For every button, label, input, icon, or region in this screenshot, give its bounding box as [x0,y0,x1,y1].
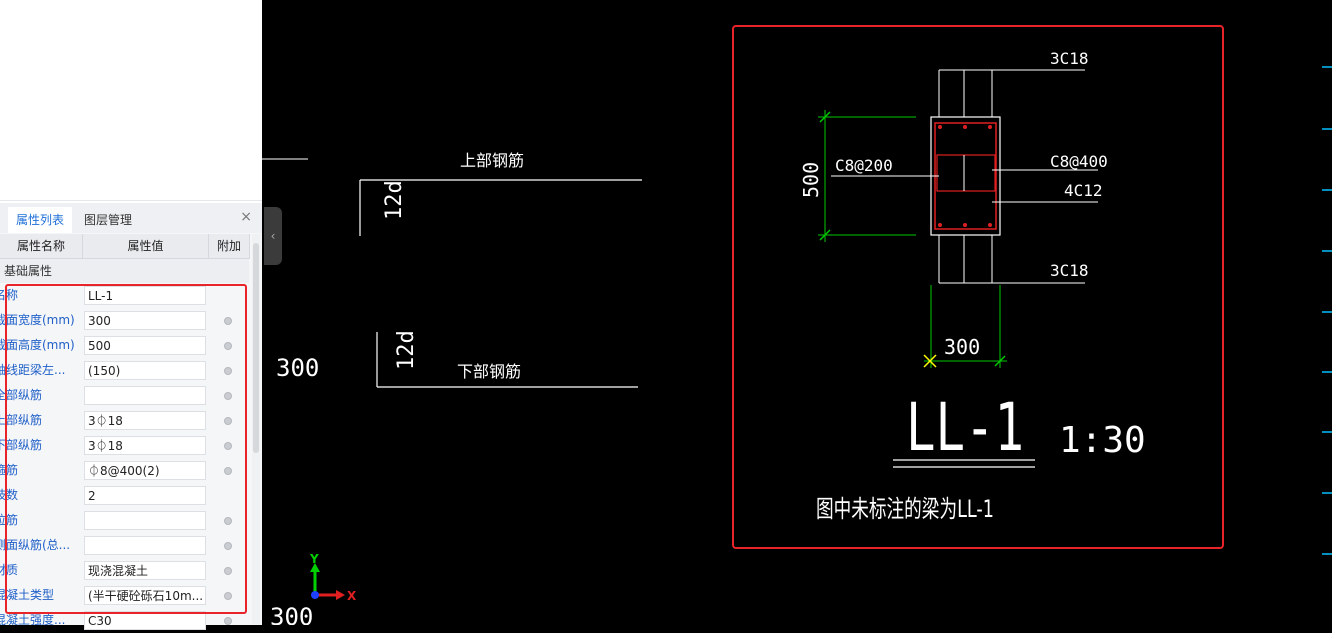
properties-highlight-box [5,284,247,614]
extra-toggle-icon[interactable] [224,542,232,550]
property-value-field[interactable]: 300 [84,311,206,330]
property-value-field[interactable]: 500 [84,336,206,355]
property-panel: 属性列表 图层管理 × 属性名称 属性值 附加 基础属性 名称 LL-1 截面宽度(… [0,203,262,630]
extra-toggle-icon[interactable] [224,467,232,475]
property-name: 截面高度(mm) [0,338,75,352]
property-value-field[interactable]: 3⏀18 [84,436,206,455]
collapse-panel-handle[interactable]: ‹ [264,207,282,265]
section-note: 图中未标注的梁为LL-1 [816,495,994,523]
left-pane: 属性列表 图层管理 × 属性名称 属性值 附加 基础属性 名称 LL-1 截面宽度(… [0,0,262,630]
cad-canvas[interactable]: 300 300 上部钢筋 12d 下部钢筋 12d 3C18 C8@200 C8… [262,0,1332,625]
property-value-field[interactable] [84,386,206,405]
property-name: 拉筋 [0,513,19,527]
property-value-field[interactable]: 2 [84,486,206,505]
bottom-anchor-12d: 12d [394,330,419,370]
property-name: 侧面纵筋(总... [0,538,71,552]
property-row[interactable]: 上部纵筋 3⏀18 [0,408,249,433]
section-basic-properties[interactable]: 基础属性 [0,259,249,283]
property-value-field[interactable]: (半干硬砼砾石10m... [84,586,206,605]
extra-toggle-icon[interactable] [224,367,232,375]
height-dimension [818,110,916,242]
extra-toggle-icon[interactable] [224,417,232,425]
beam-section [831,69,1098,284]
label-stirrup-left: C8@200 [835,156,893,175]
header-property-value: 属性值 [83,234,209,259]
property-name: 名称 [0,288,19,302]
width-dimension [924,285,1007,368]
panel-tabs: 属性列表 图层管理 × [0,203,262,233]
property-name: 材质 [0,563,19,577]
property-value-field[interactable]: (150) [84,361,206,380]
extra-toggle-icon[interactable] [224,392,232,400]
axis-x-label: X [347,589,357,603]
property-value-field[interactable]: 现浇混凝土 [84,561,206,580]
tab-layer-management[interactable]: 图层管理 [84,213,133,227]
property-row[interactable]: 截面高度(mm) 500 [0,333,249,358]
panel-top-blank [0,0,262,201]
section-highlight-box [732,25,1224,549]
extra-toggle-icon[interactable] [224,567,232,575]
property-name: 肢数 [0,488,19,502]
property-row[interactable]: 材质 现浇混凝土 [0,558,249,583]
property-name: 截面宽度(mm) [0,313,75,327]
property-row[interactable]: 下部纵筋 3⏀18 [0,433,249,458]
label-side-bars: 4C12 [1064,181,1103,200]
property-row[interactable]: 轴线距梁左... (150) [0,358,249,383]
property-row[interactable]: 拉筋 [0,508,249,533]
extra-toggle-icon[interactable] [224,442,232,450]
right-edge-ticks [1322,66,1332,555]
ucs-axis-icon [310,563,345,600]
section-title: LL-1 [906,389,1024,466]
label-bottom-bars: 3C18 [1050,261,1089,280]
property-row[interactable]: 截面宽度(mm) 300 [0,308,249,333]
left-dim-300-bottom: 300 [270,603,313,625]
extra-toggle-icon[interactable] [224,517,232,525]
axis-y-label: Y [309,552,319,566]
property-name: 箍筋 [0,463,19,477]
property-row[interactable]: 侧面纵筋(总... [0,533,249,558]
property-name: 轴线距梁左... [0,363,66,377]
extra-toggle-icon[interactable] [224,342,232,350]
label-top-bars: 3C18 [1050,49,1089,68]
property-value-field[interactable] [84,536,206,555]
height-dim-500: 500 [799,162,823,198]
width-dim-300: 300 [944,335,980,359]
property-name: 混凝土强度... [0,613,66,627]
property-name: 混凝土类型 [0,588,55,602]
property-value-field[interactable] [84,511,206,530]
left-dim-300-mid: 300 [276,354,319,382]
label-stirrup-right: C8@400 [1050,152,1108,171]
close-icon[interactable]: × [240,209,252,225]
section-scale: 1:30 [1059,420,1146,461]
tab-property-list[interactable]: 属性列表 [8,207,73,233]
extra-toggle-icon[interactable] [224,617,232,625]
chevron-left-icon: ‹ [270,229,276,243]
property-row[interactable]: 全部纵筋 [0,383,249,408]
property-name: 下部纵筋 [0,438,43,452]
property-row[interactable]: 名称 LL-1 [0,283,249,308]
property-row[interactable]: 混凝土类型 (半干硬砼砾石10m... [0,583,249,608]
property-value-field[interactable]: 3⏀18 [84,411,206,430]
header-property-name: 属性名称 [0,234,83,259]
property-name: 上部纵筋 [0,413,43,427]
extra-toggle-icon[interactable] [224,317,232,325]
bottom-rebar-label: 下部钢筋 [457,362,521,381]
panel-scrollbar-thumb[interactable] [253,243,259,453]
property-row[interactable]: 箍筋 ⏀8@400(2) [0,458,249,483]
top-rebar-label: 上部钢筋 [460,151,524,170]
property-value-field[interactable]: ⏀8@400(2) [84,461,206,480]
header-extra: 附加 [209,234,250,259]
property-name: 全部纵筋 [0,388,43,402]
extra-toggle-icon[interactable] [224,592,232,600]
property-row[interactable]: 肢数 2 [0,483,249,508]
property-value-field[interactable]: LL-1 [84,286,206,305]
cursor-cross-icon [923,354,937,368]
top-anchor-12d: 12d [382,180,407,220]
